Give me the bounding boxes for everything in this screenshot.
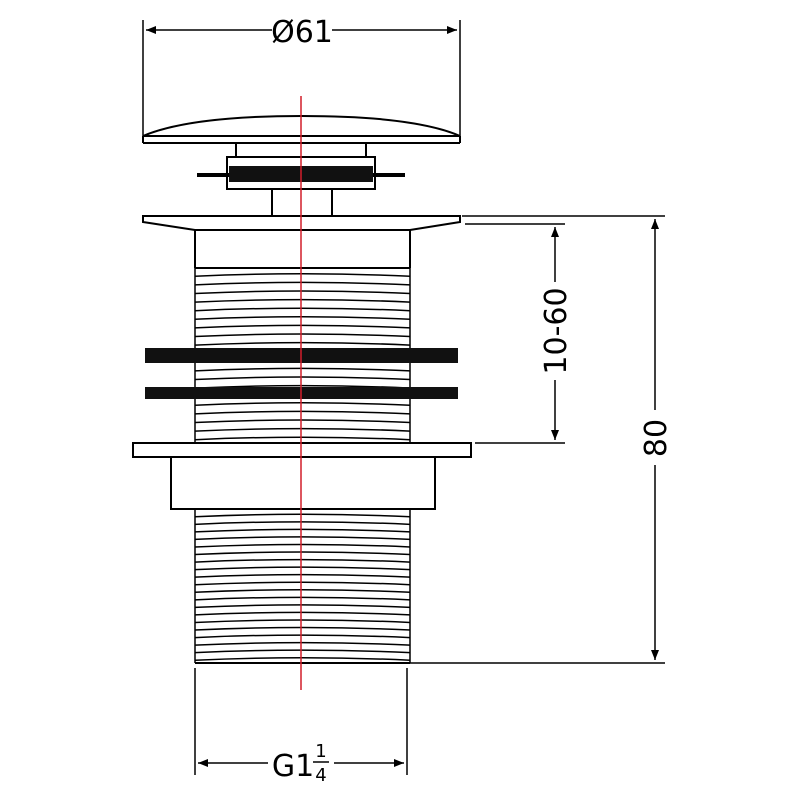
- thread-line: [194, 427, 411, 432]
- top-flange: [142, 215, 461, 269]
- lower-thread-body: [194, 509, 411, 664]
- thread-line: [194, 543, 411, 548]
- thread-line: [194, 419, 411, 424]
- thread-size-dimension: [194, 668, 408, 775]
- thread-line: [194, 528, 411, 533]
- thread-line: [194, 589, 411, 594]
- thread-line: [194, 521, 411, 526]
- thread-line: [194, 566, 411, 571]
- thread-line: [194, 402, 411, 407]
- thread-line: [194, 649, 411, 654]
- cap-diameter-dimension: [142, 20, 461, 136]
- thread-line: [194, 324, 411, 329]
- thread-line: [194, 290, 411, 295]
- thread-line: [194, 604, 411, 609]
- thread-line: [194, 298, 411, 303]
- adjust-range-dimension: [465, 223, 565, 444]
- thread-line: [194, 619, 411, 624]
- thread-line: [194, 656, 411, 661]
- thread-line: [194, 626, 411, 631]
- thread-line: [194, 596, 411, 601]
- thread-line: [194, 333, 411, 338]
- thread-line: [194, 341, 411, 346]
- thread-line: [194, 316, 411, 321]
- thread-size-fraction-num: 1: [315, 741, 326, 762]
- thread-line: [194, 551, 411, 556]
- thread-line: [194, 513, 411, 518]
- thread-line: [194, 634, 411, 639]
- thread-line: [194, 281, 411, 286]
- cap-dome: [142, 114, 461, 137]
- thread-line: [194, 436, 411, 441]
- total-height-label: 80: [639, 419, 674, 457]
- thread-line: [194, 581, 411, 586]
- thread-line: [194, 641, 411, 646]
- thread-line: [194, 367, 411, 372]
- thread-line: [194, 410, 411, 415]
- back-nut: [132, 442, 472, 510]
- thread-size-fraction-den: 4: [315, 765, 326, 786]
- thread-line: [194, 558, 411, 563]
- total-height-dimension: [410, 215, 665, 664]
- thread-line: [194, 611, 411, 616]
- thread-line: [194, 307, 411, 312]
- adjust-range-label: 10-60: [539, 287, 574, 374]
- cap-diameter-label: Ø61: [271, 15, 333, 50]
- thread-line: [194, 273, 411, 278]
- thread-line: [194, 376, 411, 381]
- thread-line: [194, 573, 411, 578]
- lower-threads: [194, 513, 411, 661]
- thread-line: [194, 536, 411, 541]
- thread-size-prefix: G1: [272, 749, 314, 784]
